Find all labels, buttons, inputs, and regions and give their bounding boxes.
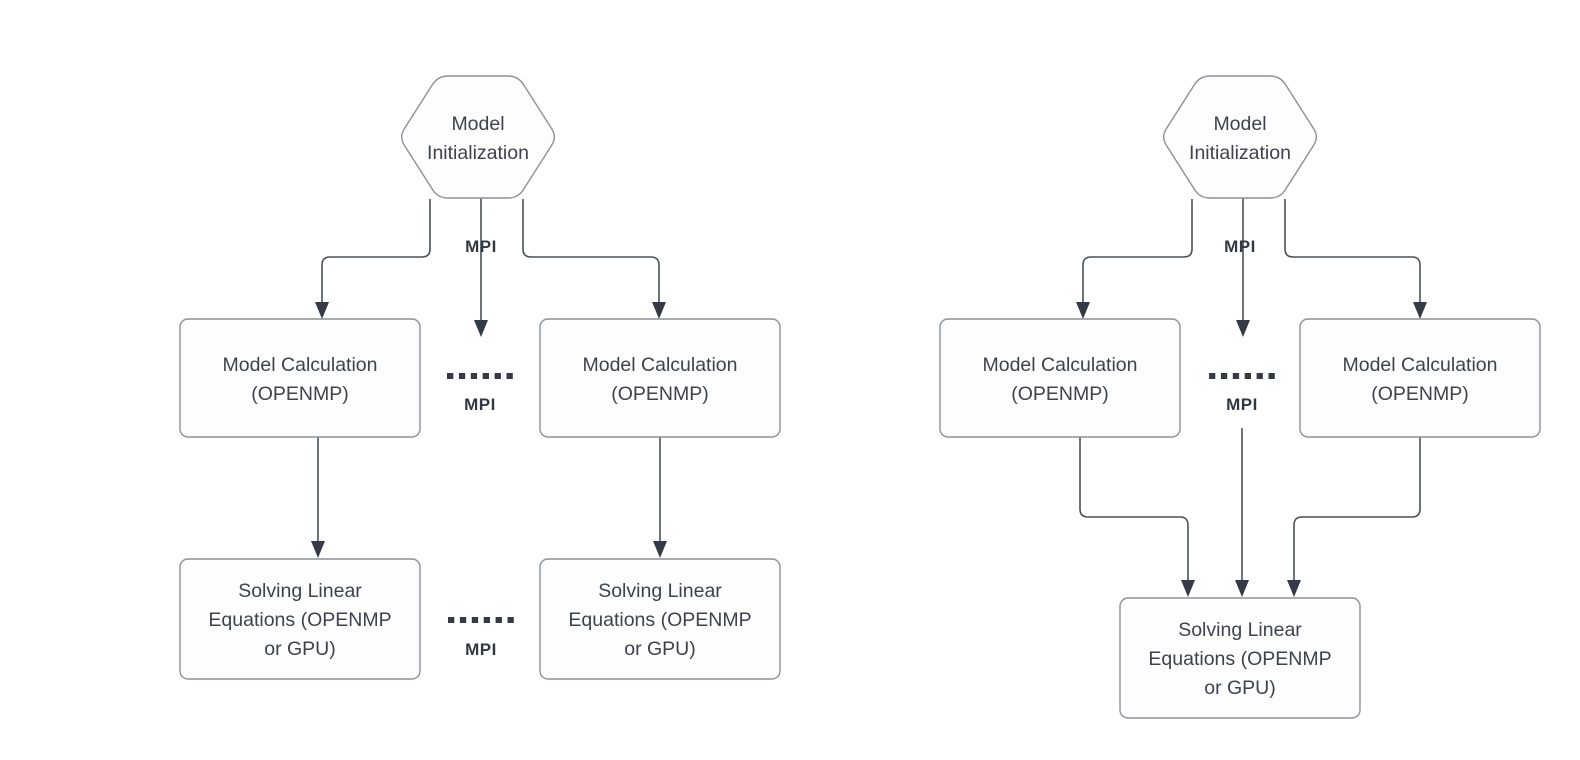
- left-arrow-init-to-calc-b-line: [522, 199, 660, 303]
- left-solve-a-label-line3: or GPU): [264, 638, 336, 660]
- right-solve-node: [1119, 597, 1361, 719]
- arrow-head-icon: [1413, 302, 1427, 319]
- right-flowchart: Model Initialization MPI Model Calculati…: [939, 75, 1541, 719]
- left-flowchart: Model Initialization MPI Model Calculati…: [179, 75, 781, 680]
- right-arrow-calc-a-to-solve-line: [1079, 437, 1189, 580]
- left-solve-b-label-line3: or GPU): [624, 638, 696, 660]
- right-init-node: [1163, 75, 1317, 199]
- right-calc-a-node: [939, 318, 1181, 438]
- left-init-label-line1: Model: [451, 113, 504, 135]
- arrow-head-icon: [315, 302, 329, 319]
- right-init-label-line1: Model: [1213, 113, 1266, 135]
- left-mpi-calc-label: MPI: [464, 395, 496, 414]
- arrow-head-icon: [474, 320, 488, 337]
- left-calc-b-node: [539, 318, 781, 438]
- arrow-head-icon: [653, 541, 667, 558]
- right-calc-b-node: [1299, 318, 1541, 438]
- right-arrow-calc-b-to-solve-line: [1293, 437, 1421, 580]
- left-calc-a-label-line1: Model Calculation: [222, 354, 377, 376]
- right-calc-a-label-line1: Model Calculation: [982, 354, 1137, 376]
- left-calc-a-label-line2: (OPENMP): [251, 383, 349, 405]
- left-calc-b-label-line2: (OPENMP): [611, 383, 709, 405]
- right-solve-label-line3: or GPU): [1204, 677, 1276, 699]
- left-init-label-line2: Initialization: [427, 142, 529, 164]
- right-calc-b-label-line1: Model Calculation: [1342, 354, 1497, 376]
- left-mpi-top-label: MPI: [465, 237, 497, 256]
- arrow-head-icon: [1235, 580, 1249, 597]
- arrow-head-icon: [311, 541, 325, 558]
- left-calc-a-node: [179, 318, 421, 438]
- right-init-label-line2: Initialization: [1189, 142, 1291, 164]
- right-calc-a-label-line2: (OPENMP): [1011, 383, 1109, 405]
- left-arrow-init-to-calc-a-line: [321, 199, 431, 303]
- left-mpi-solve-label: MPI: [465, 640, 497, 659]
- right-arrow-init-to-calc-b-line: [1284, 199, 1421, 303]
- left-calc-b-label-line1: Model Calculation: [582, 354, 737, 376]
- right-arrow-init-to-calc-a-line: [1082, 199, 1193, 303]
- right-solve-label-line1: Solving Linear: [1178, 619, 1302, 641]
- arrow-head-icon: [652, 302, 666, 319]
- arrow-head-icon: [1181, 580, 1195, 597]
- arrow-head-icon: [1236, 320, 1250, 337]
- left-init-node: [401, 75, 555, 199]
- left-solve-b-label-line1: Solving Linear: [598, 580, 722, 602]
- left-solve-a-label-line1: Solving Linear: [238, 580, 362, 602]
- right-mpi-top-label: MPI: [1224, 237, 1256, 256]
- left-solve-a-node: [179, 558, 421, 680]
- right-calc-b-label-line2: (OPENMP): [1371, 383, 1469, 405]
- right-mpi-calc-label: MPI: [1226, 395, 1258, 414]
- arrow-head-icon: [1076, 302, 1090, 319]
- right-solve-label-line2: Equations (OPENMP: [1148, 648, 1331, 670]
- left-solve-b-label-line2: Equations (OPENMP: [568, 609, 751, 631]
- left-solve-b-node: [539, 558, 781, 680]
- arrow-head-icon: [1287, 580, 1301, 597]
- left-solve-a-label-line2: Equations (OPENMP: [208, 609, 391, 631]
